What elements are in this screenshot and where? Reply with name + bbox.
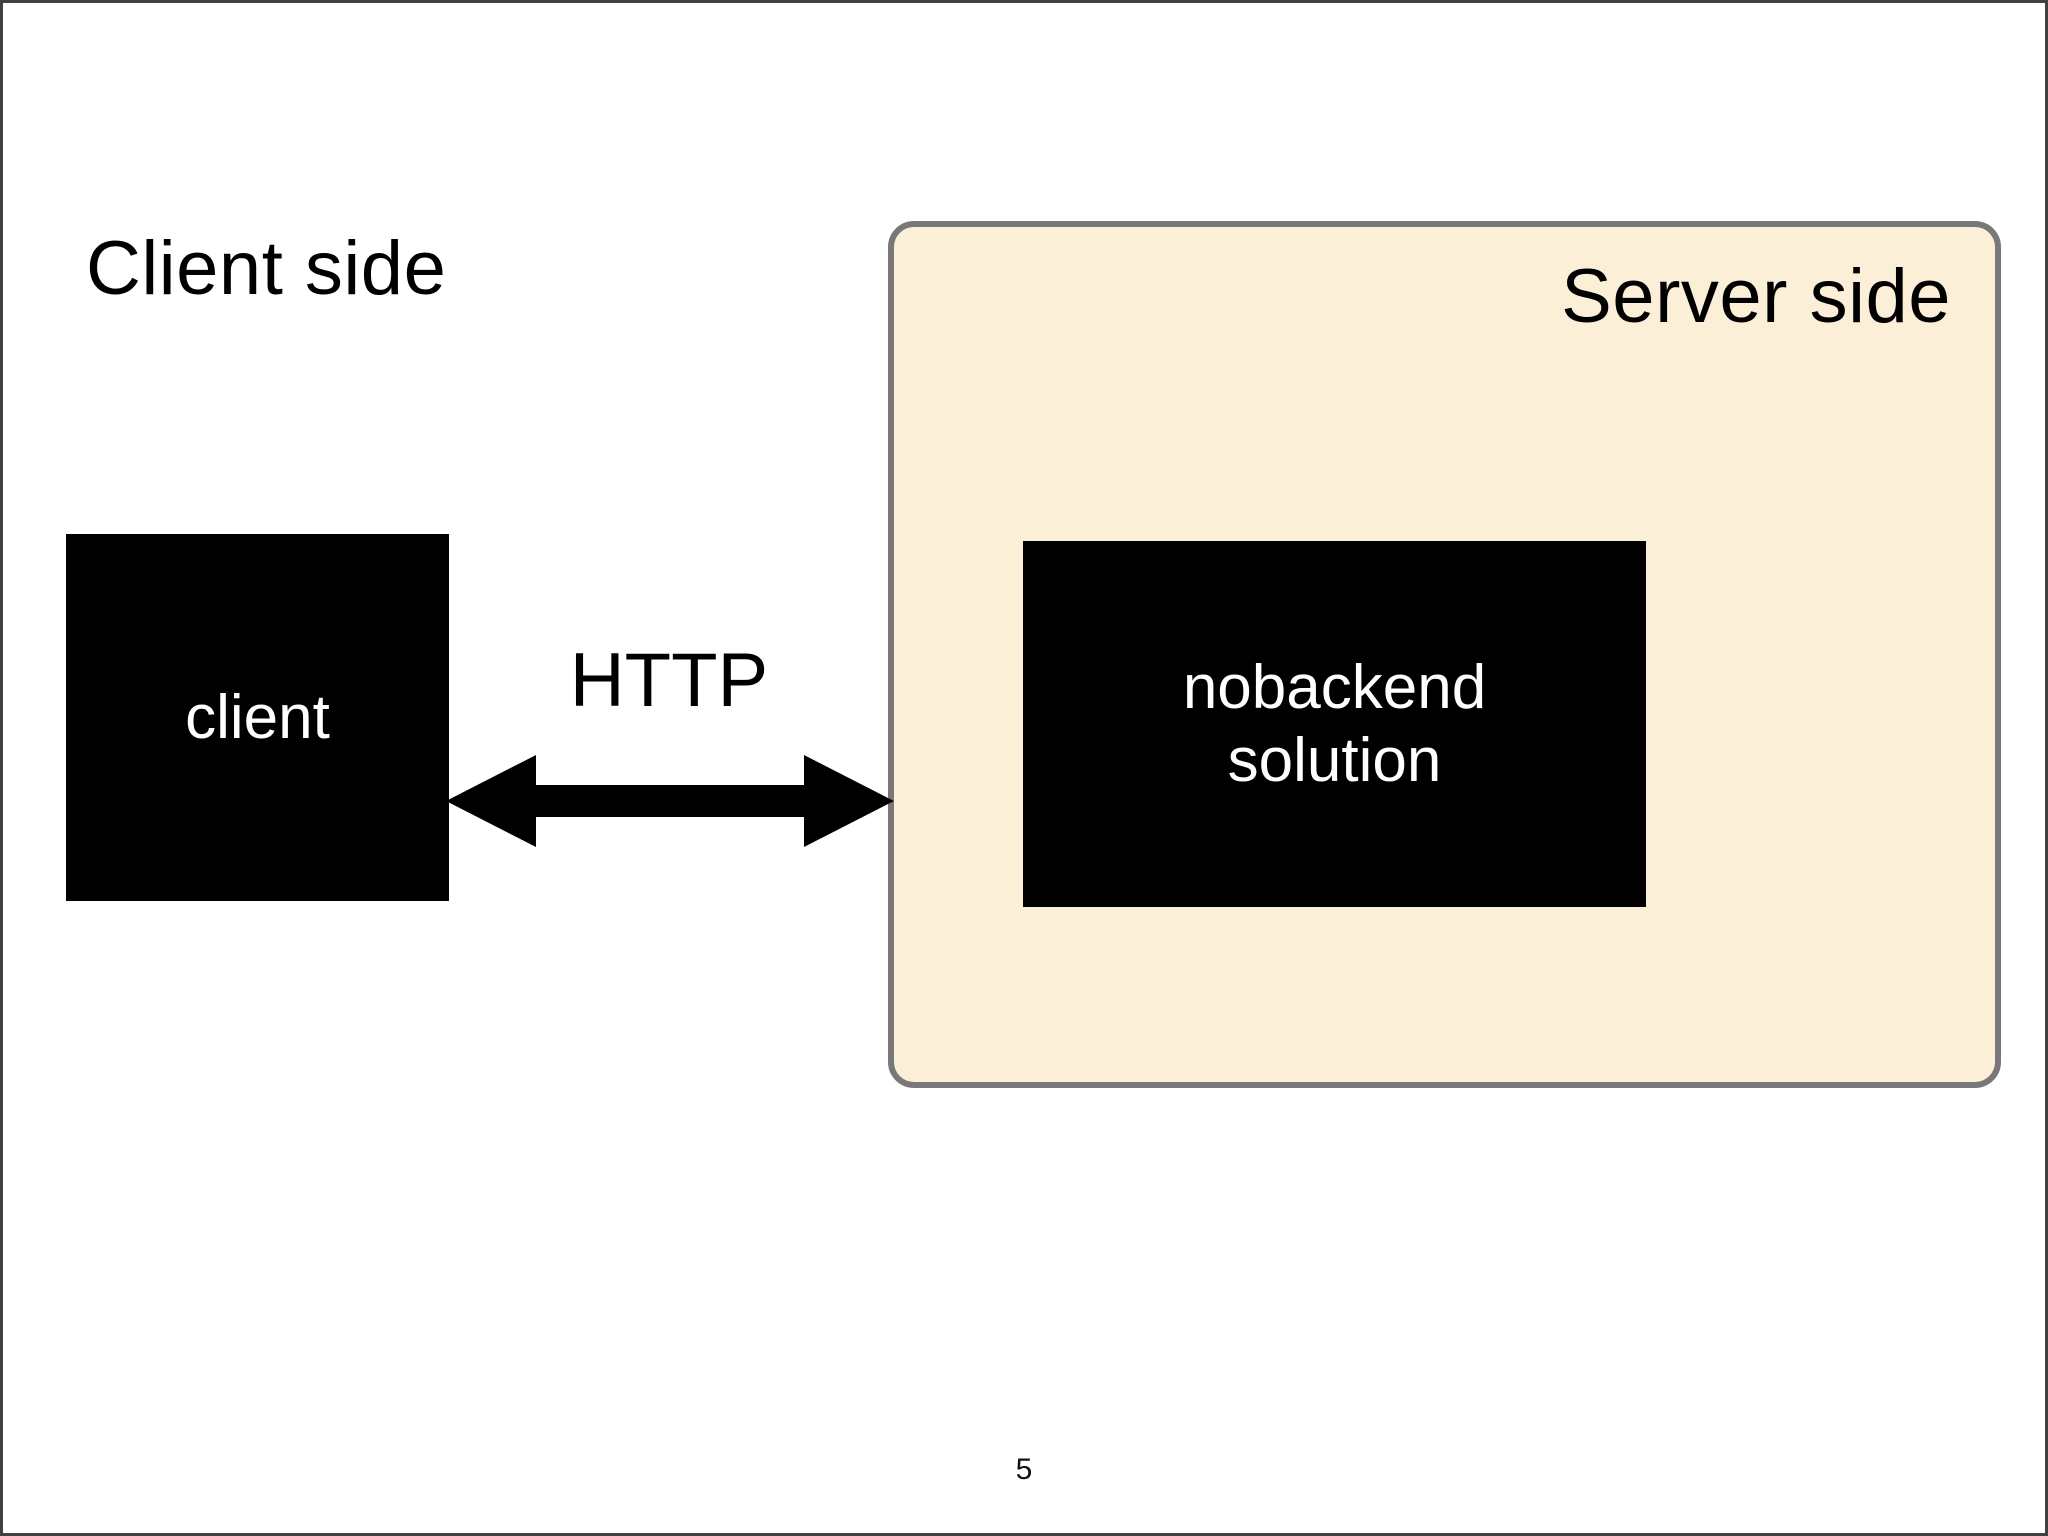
client-box-label: client bbox=[185, 682, 330, 752]
http-connection-label: HTTP bbox=[569, 638, 769, 723]
nobackend-solution-label: nobackend solution bbox=[1182, 652, 1487, 795]
server-side-panel: Server side nobackend solution bbox=[888, 221, 2001, 1088]
page-number: 5 bbox=[1015, 1453, 1033, 1486]
client-side-heading: Client side bbox=[86, 226, 447, 311]
client-box: client bbox=[66, 534, 449, 901]
nobackend-solution-box: nobackend solution bbox=[1023, 541, 1646, 907]
bidirectional-arrow-icon bbox=[446, 755, 894, 847]
server-side-heading: Server side bbox=[1561, 254, 1951, 339]
